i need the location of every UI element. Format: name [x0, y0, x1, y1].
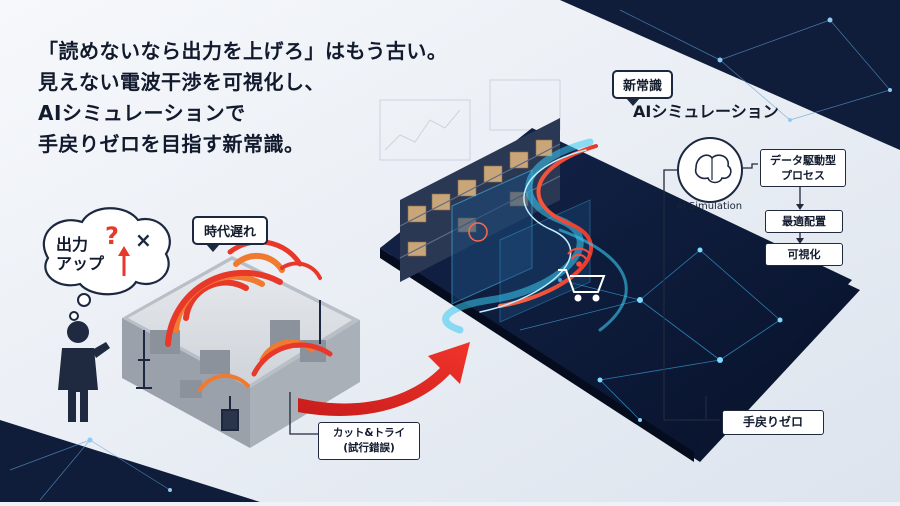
thought-line-1: 出力 — [56, 235, 89, 254]
trial-line-1: カット&トライ — [332, 427, 406, 439]
trial-and-error-box: カット&トライ (試行錯誤) — [318, 422, 420, 460]
headline-line-2: 見えない電波干渉を可視化し、 — [38, 70, 325, 94]
interference-waves — [165, 239, 333, 392]
cart-icon — [558, 269, 606, 302]
network-nodes — [87, 17, 892, 492]
new-standard-tag: 新常識 — [612, 70, 674, 106]
transition-arrow — [298, 342, 470, 416]
trial-connector — [289, 392, 318, 435]
data-driven-process-box: データ駆動型 プロセス — [760, 149, 846, 187]
network-lines — [9, 9, 891, 501]
headline-line-4: 手戻りゼロを目指す新常識。 — [38, 132, 305, 156]
flow-step-1-line-2: プロセス — [781, 169, 825, 182]
trial-line-2: (試行錯誤) — [343, 442, 395, 454]
zero-rework-box: 手戻りゼロ — [722, 410, 824, 435]
outdated-tag: 時代遅れ — [192, 216, 269, 252]
old-warehouse-room — [122, 256, 360, 448]
headline: 「読めないなら出力を上げろ」はもう古い。 見えない電波干渉を可視化し、 AIシミ… — [38, 36, 468, 160]
optimal-placement-box: 最適配置 — [765, 210, 843, 233]
ai-simulation-label: AI Simulation — [675, 201, 743, 212]
question-mark-icon: ? — [105, 222, 119, 250]
visualization-box: 可視化 — [765, 243, 843, 266]
signal-streams — [442, 138, 628, 334]
thought-text: 出力 アップ — [56, 235, 104, 273]
thought-bubble — [42, 207, 171, 321]
headline-line-1: 「読めないなら出力を上げろ」はもう古い。 — [38, 39, 448, 63]
antenna-icon — [136, 300, 321, 431]
wifi-icon — [567, 247, 591, 267]
ai-simulation-title: AIシミュレーション — [633, 102, 779, 121]
flow-step-1-line-1: データ駆動型 — [770, 154, 836, 167]
brain-icon — [677, 137, 743, 203]
headline-line-3: AIシミュレーションで — [38, 101, 246, 125]
thought-line-2: アップ — [56, 254, 105, 273]
person-icon — [58, 321, 110, 422]
cross-mark-icon: × — [135, 228, 152, 252]
flow-arrowheads — [796, 204, 804, 244]
corner-band-bottom — [0, 420, 260, 502]
background-data-panels — [379, 79, 561, 161]
